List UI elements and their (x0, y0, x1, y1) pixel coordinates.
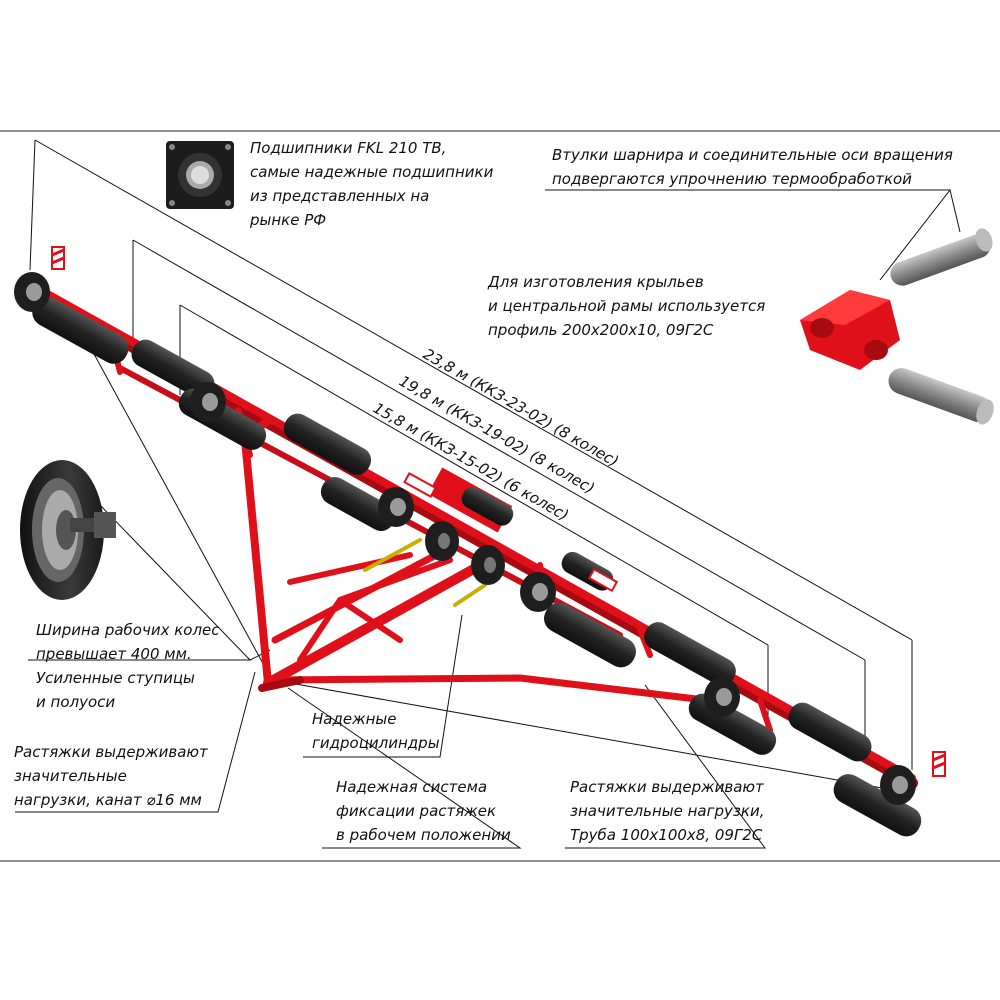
wheels (14, 272, 916, 805)
callout-bushings: Втулки шарнира и соединительные оси вращ… (552, 146, 953, 188)
roller-6 (544, 602, 636, 668)
dim-line-23 (34, 139, 913, 641)
wheel-3 (378, 487, 414, 527)
hitch (258, 676, 304, 692)
callout-wheels: Ширина рабочих колес превышает 400 мм. У… (36, 621, 220, 711)
hinge-icon (800, 290, 900, 370)
roller-12 (461, 486, 514, 526)
cable-left (69, 309, 273, 681)
wheel-7 (704, 677, 740, 717)
callout-cable: Растяжки выдерживают значительные нагруз… (14, 743, 208, 809)
leader-pipe (565, 684, 766, 849)
dim-line-19 (132, 239, 866, 661)
callout-bearings: Подшипники FKL 210 TB, самые надежные по… (250, 139, 494, 229)
callout-fixation: Надежная система фиксации растяжек в раб… (336, 778, 511, 844)
roller-4 (283, 413, 372, 475)
wheel-8 (880, 765, 916, 805)
roller-7 (644, 622, 736, 686)
leader-cylinders (303, 614, 463, 758)
triangle-left (241, 416, 272, 687)
leader-lines (15, 189, 961, 849)
roller-5 (320, 477, 396, 531)
roller-9 (788, 702, 872, 762)
cable-right (289, 682, 906, 793)
callout-cylinders: Надежные гидроцилиндры (312, 710, 440, 752)
triangle-front (263, 555, 495, 688)
roller-2 (131, 339, 215, 399)
dimension-lines (29, 139, 913, 770)
wheel-2 (190, 382, 226, 422)
leader-bushings (545, 189, 952, 281)
axle-pin-icon (888, 228, 994, 425)
cylinder-2 (453, 583, 487, 607)
leader-cable (15, 671, 256, 813)
warning-plates (51, 246, 946, 777)
bearing-icon (166, 141, 234, 209)
callout-pipe: Растяжки выдерживают значительные нагруз… (570, 778, 765, 844)
wheel-icon (20, 460, 116, 600)
dim-ext-23a (29, 139, 36, 271)
leader-bushings-b (949, 189, 961, 233)
pipe-strut (271, 674, 709, 704)
dim-line-15 (179, 304, 769, 646)
wheel-4 (425, 521, 459, 561)
triangle-cross3 (337, 597, 403, 643)
callout-profile: Для изготовления крыльев и центральной р… (488, 273, 766, 339)
wheel-6 (520, 572, 556, 612)
roller-1 (32, 296, 129, 364)
triangle-cross2 (287, 552, 413, 585)
roller-10 (833, 774, 922, 837)
wheel-5 (471, 545, 505, 585)
cylinder-1 (363, 538, 422, 572)
leader-fixation (287, 687, 522, 849)
wheel-1 (14, 272, 50, 312)
